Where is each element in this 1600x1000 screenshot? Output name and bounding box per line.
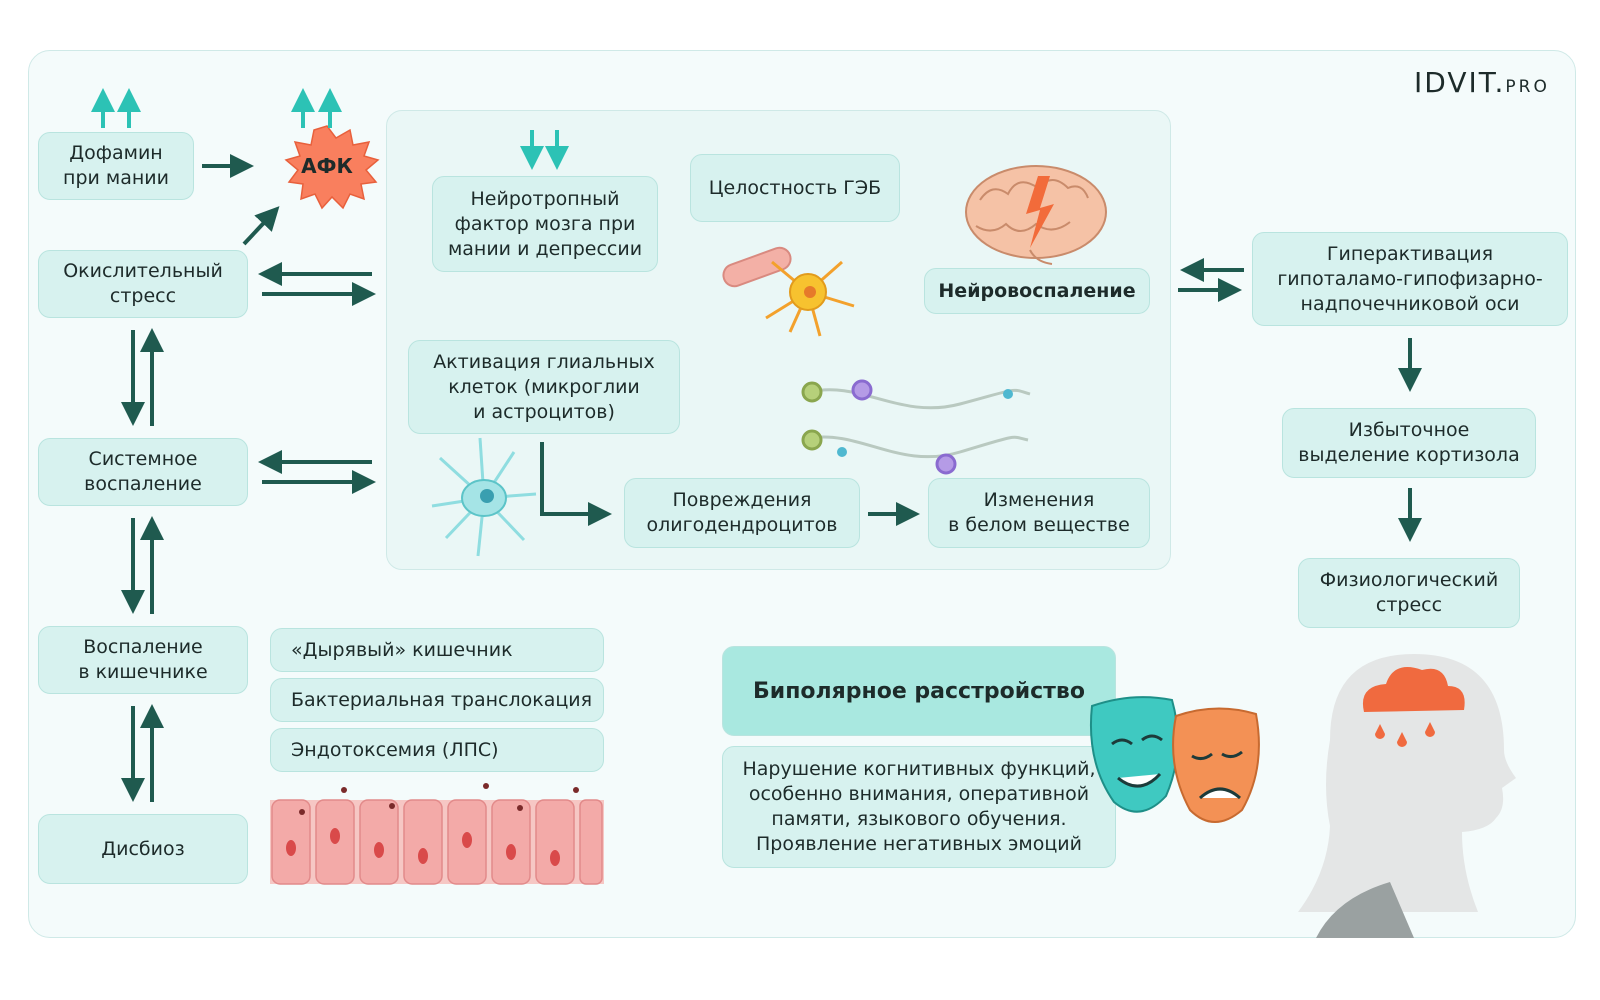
intestinal-villi-icon [270,783,604,885]
oligodendrocyte-damage-box: Повреждения олигодендроцитов [624,478,860,548]
bdnf-box: Нейротропный фактор мозга при мании и де… [432,176,658,272]
hpa-axis-box: Гиперактивация гипоталамо-гипофизарно- н… [1252,232,1568,326]
white-matter-box: Изменения в белом веществе [928,478,1150,548]
bipolar-disorder-box: Биполярное расстройство [722,646,1116,736]
dysbiosis-box: Дисбиоз [38,814,248,884]
endotoxemia-box: Эндотоксемия (ЛПС) [270,728,604,772]
microglia-cell-icon [431,437,537,557]
afk-label: АФК [301,154,353,178]
bbb-integrity-box: Целостность ГЭБ [690,154,900,222]
afk-up-arrows [291,88,342,128]
afk-starburst [284,125,380,210]
bdnf-down-arrows [520,130,569,170]
theater-masks-icon [1089,696,1260,823]
arrow-oxidative-afk [242,206,280,246]
neurons-icon [801,379,1031,475]
bacterial-translocation-box: Бактериальная транслокация [270,678,604,722]
blood-vessel-astrocyte-icon [722,246,855,337]
brain-icon [965,165,1107,265]
head-with-cloud-icon [1298,654,1516,938]
symptoms-box: Нарушение когнитивных функций, особенно … [722,746,1116,868]
idvit-logo: IDVIT.PRO [1414,66,1550,99]
oxidative-stress-box: Окислительный стресс [38,250,248,318]
dopamine-up-arrows [91,88,141,128]
glial-activation-box: Активация глиальных клеток (микроглии и … [408,340,680,434]
physiological-stress-box: Физиологический стресс [1298,558,1520,628]
neuroinflammation-box: Нейровоспаление [924,268,1150,314]
dopamine-box: Дофамин при мании [38,132,194,200]
systemic-inflammation-box: Системное воспаление [38,438,248,506]
logo-suffix: PRO [1505,77,1550,97]
arrow-glial-oligo [540,442,612,526]
gut-inflammation-box: Воспаление в кишечнике [38,626,248,694]
cortisol-box: Избыточное выделение кортизола [1282,408,1536,478]
logo-text: IDVIT. [1414,66,1506,99]
leaky-gut-box: «Дырявый» кишечник [270,628,604,672]
